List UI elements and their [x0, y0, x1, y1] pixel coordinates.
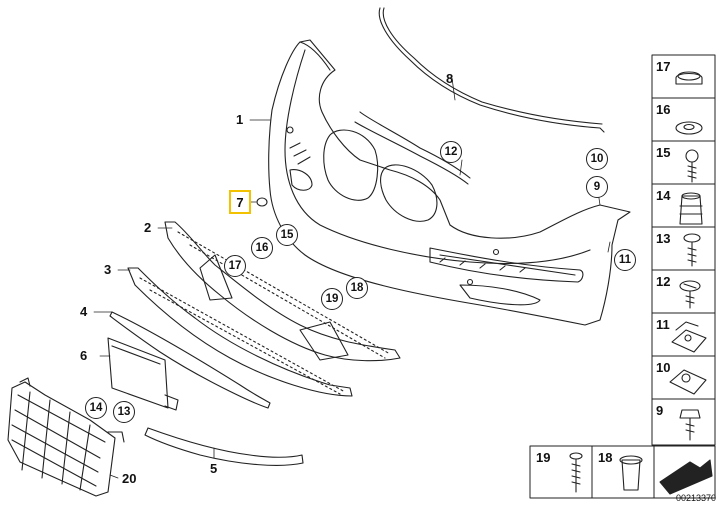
parts-row-12-number: 12	[656, 274, 671, 289]
callout-16[interactable]: 16	[251, 237, 273, 259]
callout-20[interactable]: 20	[122, 471, 137, 486]
arrow-symbol	[659, 459, 713, 495]
part-13-screw	[683, 233, 701, 267]
parts-row-17-number: 17	[656, 59, 671, 74]
callout-15[interactable]: 15	[276, 224, 298, 246]
parts-row-11-number: 11	[656, 317, 670, 332]
callout-9[interactable]: 9	[586, 176, 608, 198]
clip-part-7	[256, 197, 268, 207]
diagram-number: 00213370	[675, 493, 716, 503]
bumper-cover-part-1	[268, 39, 631, 326]
part-15-screw	[685, 149, 699, 183]
callout-14[interactable]: 14	[85, 397, 107, 419]
parts-table-frame	[529, 54, 716, 499]
callout-6[interactable]: 6	[80, 348, 88, 363]
part-11-clip-nut	[671, 321, 707, 353]
part-18-spreader-nut	[619, 455, 643, 491]
parts-row-13-number: 13	[656, 231, 671, 246]
callout-13[interactable]: 13	[113, 401, 135, 423]
part-16-washer	[675, 121, 703, 135]
license-plate-base-part-6	[107, 337, 179, 411]
parts-row-16-number: 16	[656, 102, 671, 117]
callout-3[interactable]: 3	[104, 262, 112, 277]
callout-8[interactable]: 8	[446, 71, 454, 86]
callout-2[interactable]: 2	[144, 220, 152, 235]
parts-row-10-number: 10	[656, 360, 671, 375]
parts-row-9-number: 9	[656, 403, 664, 418]
parts-row-18-number: 18	[598, 450, 613, 465]
callout-4[interactable]: 4	[80, 304, 88, 319]
part-14-expander	[679, 192, 703, 225]
callout-11[interactable]: 11	[614, 249, 636, 271]
callout-7-highlighted[interactable]: 7	[229, 190, 251, 214]
seal-strip-part-8	[378, 7, 605, 133]
callout-1[interactable]: 1	[236, 112, 244, 127]
grille-part-3	[127, 267, 353, 397]
part-10-clip-nut	[669, 369, 707, 395]
part-9-screw	[679, 409, 701, 441]
callout-5[interactable]: 5	[210, 461, 218, 476]
parts-row-14-number: 14	[656, 188, 671, 203]
trim-strip-part-4	[109, 311, 271, 409]
carrier-part-20	[7, 377, 125, 497]
callout-12[interactable]: 12	[440, 141, 462, 163]
callout-10[interactable]: 10	[586, 148, 608, 170]
callout-19[interactable]: 19	[321, 288, 343, 310]
part-17-grommet	[675, 71, 703, 85]
callout-17[interactable]: 17	[224, 255, 246, 277]
part-19-screw	[569, 452, 583, 493]
parts-row-15-number: 15	[656, 145, 671, 160]
part-12-screw	[679, 280, 701, 309]
grille-part-2	[164, 221, 401, 362]
leader-lines	[93, 77, 611, 479]
callout-18[interactable]: 18	[346, 277, 368, 299]
lower-trim-part-5	[144, 427, 304, 466]
parts-row-19-number: 19	[536, 450, 551, 465]
